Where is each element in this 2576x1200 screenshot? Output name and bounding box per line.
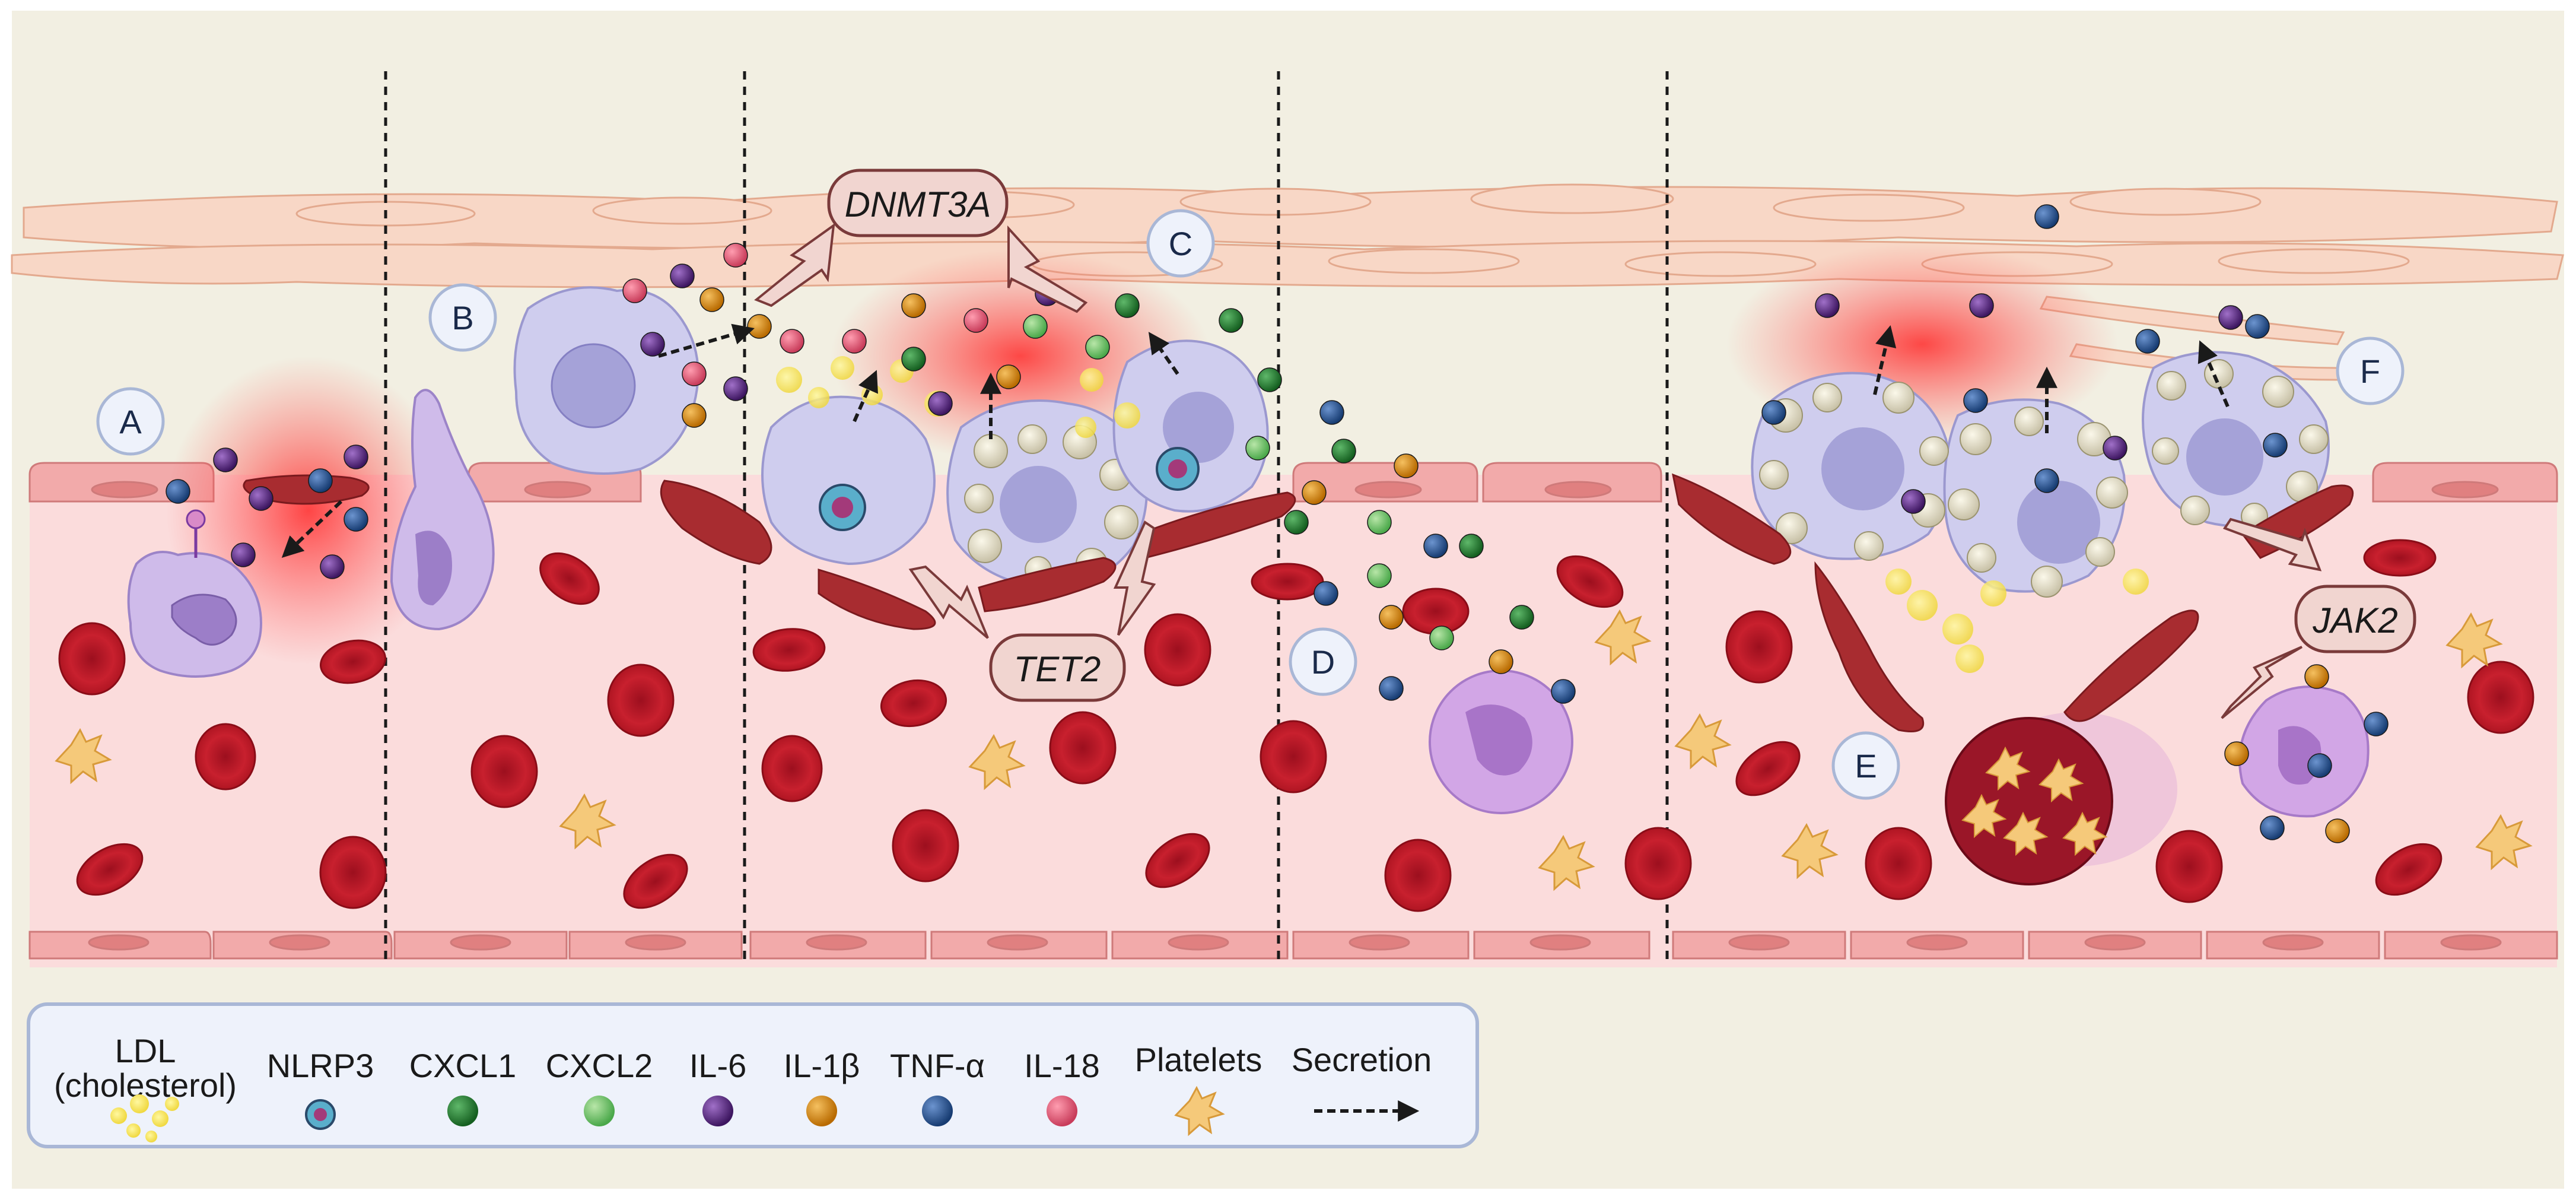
secretion-arrows xyxy=(281,323,2230,558)
migrating-monocyte-b xyxy=(390,389,495,631)
legend-ldl-line1: LDL xyxy=(115,1032,176,1069)
jak2-arrow-lower xyxy=(2221,646,2303,719)
legend-il1b-icon xyxy=(806,1096,837,1126)
legend-cxcl2-icon xyxy=(584,1096,615,1126)
jak2-arrow-upper xyxy=(2222,518,2322,572)
tet2-arrow-right xyxy=(1113,520,1156,636)
gene-arrows xyxy=(754,223,2322,719)
dnmt3a-arrow-right xyxy=(1007,225,1088,313)
legend-il18-label: IL-18 xyxy=(1024,1047,1100,1084)
legend-tnfa-label: TNF-α xyxy=(890,1047,985,1084)
region-label-d: D xyxy=(1311,643,1335,681)
tet2-box: TET2 xyxy=(989,633,1126,702)
region-label-a: A xyxy=(119,403,142,440)
dnmt3a-arrow-left xyxy=(754,223,835,307)
legend-tnfa-icon xyxy=(922,1096,953,1126)
legend-nlrp3-icon xyxy=(305,1099,336,1130)
legend-nlrp3-label: NLRP3 xyxy=(267,1047,374,1084)
region-label-c: C xyxy=(1169,225,1192,262)
dnmt3a-box: DNMT3A xyxy=(827,169,1009,237)
tet2-arrow-left xyxy=(908,565,989,639)
legend-platelet-icon xyxy=(1174,1085,1225,1136)
legend-platelets-label: Platelets xyxy=(1135,1041,1262,1078)
legend-il18-icon xyxy=(1047,1096,1077,1126)
legend-secretion-label: Secretion xyxy=(1292,1041,1432,1078)
dnmt3a-label: DNMT3A xyxy=(845,185,991,224)
region-label-f: F xyxy=(2360,353,2380,390)
jak2-label: JAK2 xyxy=(2312,601,2397,640)
legend-il6-label: IL-6 xyxy=(689,1047,747,1084)
legend-ldl-icon xyxy=(110,1094,179,1142)
platelets xyxy=(55,609,2533,891)
tet2-label: TET2 xyxy=(1014,649,1101,689)
legend-cxcl1-label: CXCL1 xyxy=(409,1047,517,1084)
thrombus xyxy=(1945,712,2177,885)
jak2-box: JAK2 xyxy=(2294,585,2416,653)
legend: LDL (cholesterol) NLRP3 CXCL1 CXCL2 IL-6… xyxy=(27,1002,1479,1148)
legend-il1b-label: IL-1β xyxy=(784,1047,860,1084)
legend-il6-icon xyxy=(702,1096,733,1126)
cytokines xyxy=(166,204,2389,843)
region-dividers xyxy=(384,71,1669,964)
region-labels: A B C D E F xyxy=(96,209,2405,800)
endothelium-bottom xyxy=(28,931,2558,960)
legend-cxcl1-icon xyxy=(447,1096,478,1126)
legend-cxcl2-label: CXCL2 xyxy=(546,1047,653,1084)
region-label-b: B xyxy=(451,299,473,336)
macrophage-c-nlrp3 xyxy=(761,395,936,566)
region-label-e: E xyxy=(1855,747,1877,785)
